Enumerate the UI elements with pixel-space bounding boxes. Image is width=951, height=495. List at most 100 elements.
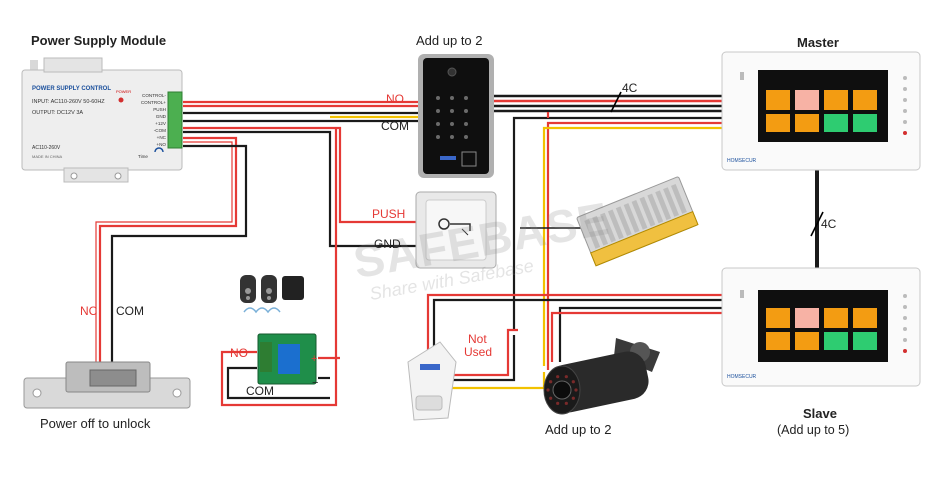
keypad-outdoor-unit xyxy=(418,54,494,178)
title-master: Master xyxy=(797,35,839,50)
camera-lens-icon xyxy=(447,67,457,77)
label-not-used-1: Not xyxy=(468,332,487,346)
psu-power-label: POWER xyxy=(116,89,131,94)
camera-ir-led xyxy=(549,380,553,384)
psu-terminal-label: -COM xyxy=(154,128,166,133)
wire-nc-lock-b xyxy=(95,141,233,362)
wire-master-cam-2 xyxy=(546,121,722,370)
keypad-key xyxy=(464,135,468,139)
wire-nc-lock xyxy=(98,136,238,362)
wire-slave-4 xyxy=(550,311,722,362)
psu-output: OUTPUT: DC12V 3A xyxy=(32,110,83,116)
camera-ir-led xyxy=(571,396,575,400)
keypad-key xyxy=(464,96,468,100)
title-slave: Slave xyxy=(803,406,837,421)
camera-ir-led xyxy=(556,401,560,405)
psu-input: INPUT: AC110-260V 50-60HZ xyxy=(32,99,105,105)
monitor-side-button-icon xyxy=(903,294,907,298)
monitor-app-tile xyxy=(824,308,848,328)
keypad-key xyxy=(450,122,454,126)
slave-brand: HOMSECUR xyxy=(727,374,757,380)
bullet-camera xyxy=(543,338,660,415)
wire-no-relay xyxy=(220,128,338,407)
label-com-keypad: COM xyxy=(381,119,409,133)
remote-controls xyxy=(240,275,304,314)
monitor-app-tile xyxy=(795,332,819,350)
monitor-side-button-icon xyxy=(903,131,907,135)
label-com-relay: COM xyxy=(246,384,274,398)
slave-monitor: HOMSECUR xyxy=(721,267,921,387)
psu-header: POWER SUPPLY CONTROL xyxy=(32,86,111,92)
electric-strike-lock xyxy=(23,361,191,409)
monitor-side-button-icon xyxy=(903,316,907,320)
wire-master-cam-3 xyxy=(542,126,722,366)
title-power-supply: Power Supply Module xyxy=(31,33,166,48)
wire-slave-3 xyxy=(558,306,722,362)
camera-ir-led xyxy=(564,375,568,379)
keypad-key xyxy=(436,122,440,126)
adapter-fin xyxy=(639,196,656,227)
keypad-key xyxy=(464,122,468,126)
label-com-lock: COM xyxy=(116,304,144,318)
monitor-app-tile xyxy=(824,332,848,350)
monitor-app-tile xyxy=(853,114,877,132)
camera-ir-led xyxy=(546,388,550,392)
keypad-key xyxy=(436,96,440,100)
adapter-fin xyxy=(615,206,632,237)
camera-ir-led xyxy=(571,380,575,384)
label-4c-mid: 4C xyxy=(821,217,837,231)
label-gnd: GND xyxy=(374,237,401,251)
keypad-key xyxy=(450,109,454,113)
wire-pir-notused-1 xyxy=(446,328,518,377)
keypad-key xyxy=(464,109,468,113)
psu-time-knob-icon xyxy=(154,147,164,153)
psu-terminal-label: +NO xyxy=(156,142,166,147)
monitor-side-button-icon xyxy=(903,98,907,102)
label-nc-lock: NC xyxy=(80,304,98,318)
monitor-app-tile xyxy=(795,114,819,132)
wire-com-lock xyxy=(110,144,248,362)
adapter-fin xyxy=(584,219,601,249)
label-not-used-2: Used xyxy=(464,345,492,359)
title-slave-sub: (Add up to 5) xyxy=(777,423,849,437)
psu-made: MADE IN CHINA xyxy=(32,154,63,159)
wire-com-relay xyxy=(226,366,330,400)
wire-master-cam-1 xyxy=(512,116,722,330)
wire-slave-2 xyxy=(432,298,722,350)
label-relay-plus: + xyxy=(311,353,317,365)
monitor-app-tile xyxy=(766,114,790,132)
monitor-app-tile xyxy=(824,114,848,132)
adapter-fin xyxy=(623,203,640,233)
adapter-fin xyxy=(607,209,624,240)
monitor-app-tile xyxy=(766,332,790,350)
psu-terminal-label: PUSH xyxy=(153,107,166,112)
adapter-fin xyxy=(600,212,616,243)
keypad-key xyxy=(450,96,454,100)
keypad-key xyxy=(436,135,440,139)
adapter-fin xyxy=(631,199,648,230)
exit-push-button xyxy=(415,191,497,269)
monitor-side-button-icon xyxy=(903,305,907,309)
wire-push xyxy=(183,126,418,224)
keypad-key xyxy=(436,109,440,113)
monitor-app-tile xyxy=(853,90,877,110)
psu-terminal-label: GND xyxy=(156,114,167,119)
monitor-app-tile xyxy=(853,308,877,328)
monitor-app-tile xyxy=(795,90,819,110)
monitor-app-tile xyxy=(766,90,790,110)
psu-terminal-label: CONTROL- xyxy=(142,93,166,98)
camera-ir-led xyxy=(556,375,560,379)
psu-terminal-label: +12V xyxy=(155,121,167,126)
monitor-side-button-icon xyxy=(903,87,907,91)
camera-ir-led xyxy=(574,388,578,392)
adapter-fin xyxy=(647,193,664,224)
psu-terminal-label: CONTROL+ xyxy=(141,100,166,105)
monitor-side-button-icon xyxy=(903,327,907,331)
psu-terminal-label: +NC xyxy=(157,135,167,140)
relay-module xyxy=(257,333,317,385)
monitor-app-tile xyxy=(824,90,848,110)
psu-terminal-block xyxy=(167,91,183,149)
wire-pir-notused-2 xyxy=(446,335,516,382)
dc-power-adapter xyxy=(576,176,699,267)
